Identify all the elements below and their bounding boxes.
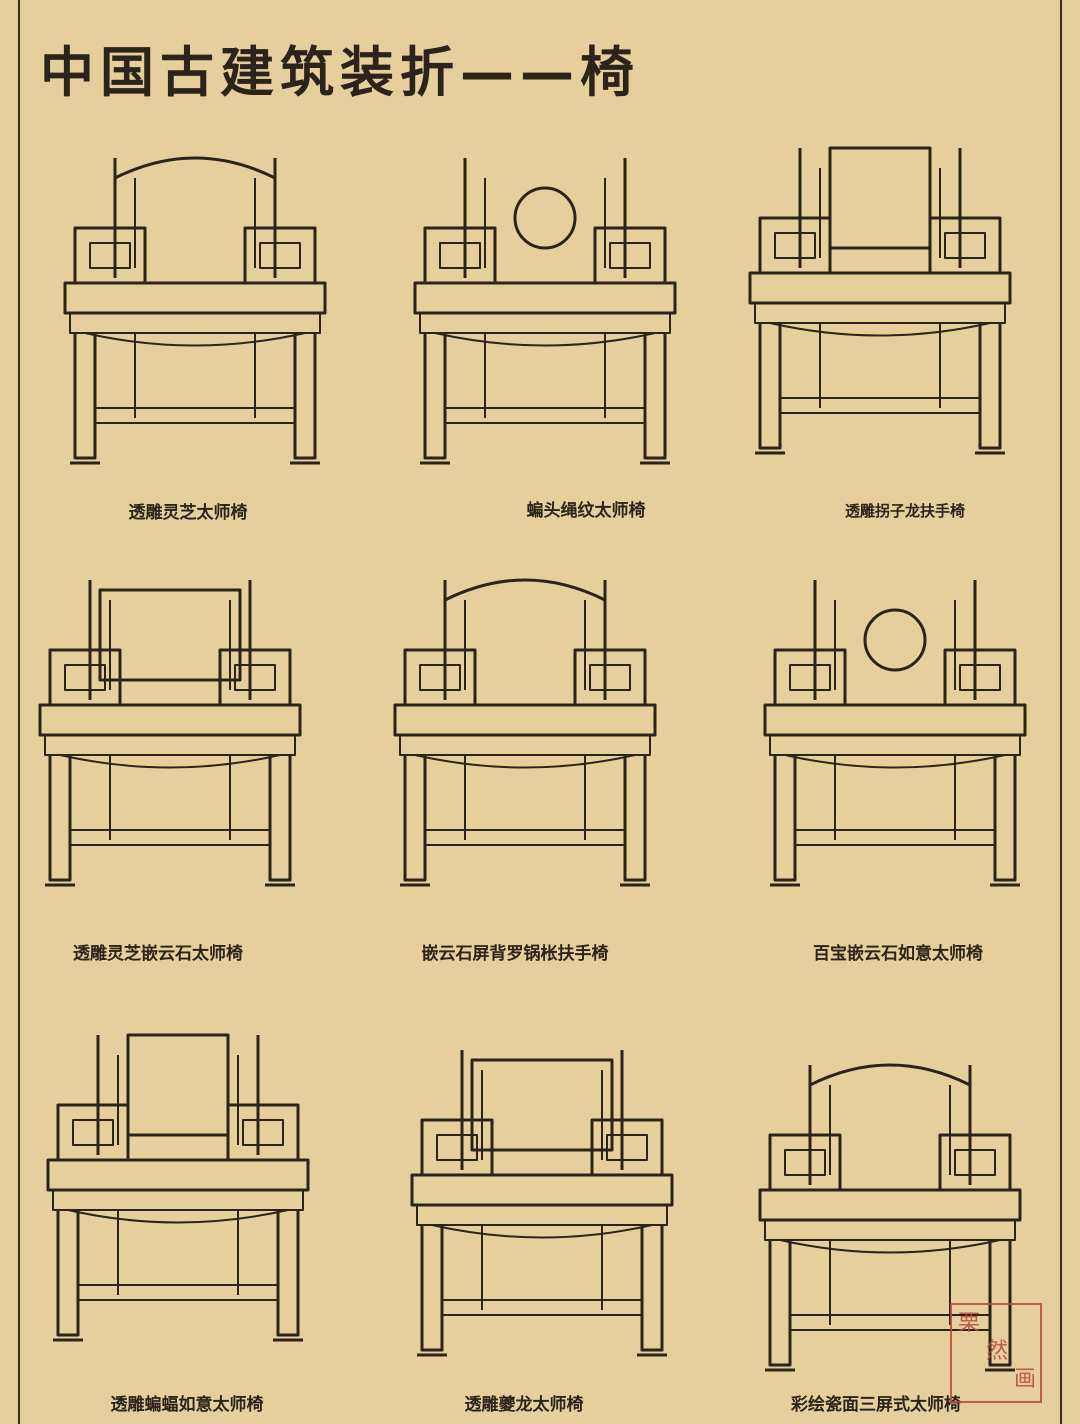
chair-caption-5: 嵌云石屏背罗锅枨扶手椅 <box>421 944 609 964</box>
chair-illustration-4 <box>20 540 320 910</box>
page-frame <box>18 0 1062 1424</box>
chair-caption-1: 透雕灵芝太师椅 <box>128 503 248 523</box>
chair-caption-3: 透雕拐子龙扶手椅 <box>844 502 965 520</box>
chair-illustration-9 <box>740 1025 1040 1395</box>
chair-caption-2: 蝙头绳纹太师椅 <box>526 501 646 521</box>
chair-caption-4: 透雕灵芝嵌云石太师椅 <box>73 944 243 964</box>
chair-caption-6: 百宝嵌云石如意太师椅 <box>813 944 983 964</box>
chair-illustration-5 <box>375 540 675 910</box>
chair-illustration-3 <box>730 108 1030 478</box>
chair-illustration-2 <box>395 118 695 488</box>
chair-caption-7: 透雕蝙蝠如意太师椅 <box>110 1395 264 1415</box>
chair-illustration-6 <box>745 540 1045 910</box>
chair-caption-9: 彩绘瓷面三屏式太师椅 <box>791 1395 961 1415</box>
chair-caption-8: 透雕夔龙太师椅 <box>464 1395 584 1415</box>
chair-illustration-8 <box>392 1010 692 1380</box>
chair-illustration-7 <box>28 995 328 1365</box>
red-seal-stamp: 栗 然 画 <box>950 1303 1042 1403</box>
chair-illustration-1 <box>45 118 345 488</box>
page-title: 中国古建筑装折——椅 <box>40 41 640 104</box>
